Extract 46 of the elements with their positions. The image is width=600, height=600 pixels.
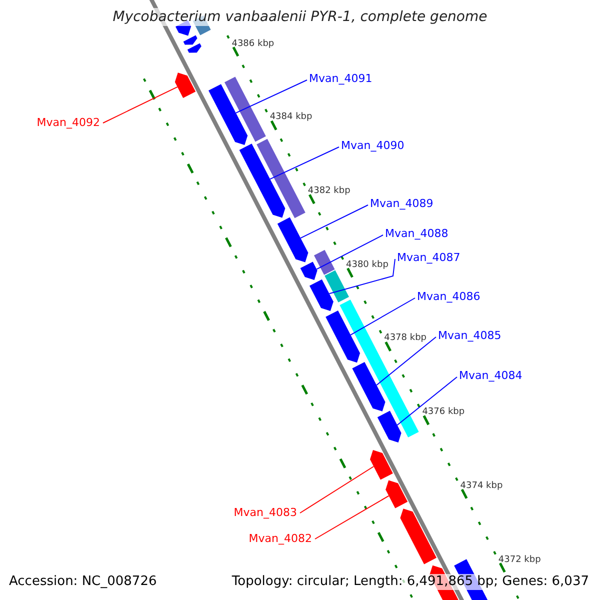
gene-feature bbox=[183, 35, 198, 45]
gene-label: Mvan_4083 bbox=[234, 506, 297, 520]
gene-feature bbox=[208, 84, 248, 145]
gene-feature bbox=[174, 72, 196, 98]
leader-line bbox=[350, 298, 416, 336]
accession-text: Accession: NC_008726 bbox=[8, 574, 158, 590]
leader-line bbox=[316, 234, 384, 270]
leader-line bbox=[235, 80, 308, 114]
gene-label: Mvan_4090 bbox=[341, 139, 404, 153]
position-label: 4372 kbp bbox=[498, 554, 541, 566]
leader-line bbox=[102, 86, 178, 124]
gene-label: Mvan_4086 bbox=[417, 290, 480, 304]
position-label: 4382 kbp bbox=[308, 186, 350, 198]
position-label: 4386 kbp bbox=[232, 38, 274, 50]
position-label: 4376 kbp bbox=[422, 407, 465, 418]
gene-feature bbox=[239, 144, 286, 218]
gene-feature bbox=[277, 217, 308, 262]
gene-label: Mvan_4087 bbox=[397, 251, 460, 265]
position-label: 4374 kbp bbox=[460, 480, 503, 492]
gene-label: Mvan_4084 bbox=[459, 369, 522, 383]
gene-feature bbox=[377, 410, 402, 442]
gene-label: Mvan_4082 bbox=[248, 532, 312, 546]
leader-line bbox=[300, 204, 368, 239]
gene-label: Mvan_4089 bbox=[370, 197, 434, 211]
gene-feature bbox=[187, 43, 202, 53]
leader-line bbox=[328, 258, 396, 294]
gene-label: Mvan_4091 bbox=[309, 72, 372, 86]
position-label: 4384 kbp bbox=[270, 112, 312, 124]
leader-line bbox=[396, 376, 458, 426]
gene-label: Mvan_4092 bbox=[36, 116, 100, 130]
gene-feature bbox=[370, 450, 393, 480]
leader-line bbox=[270, 146, 340, 180]
gene-feature bbox=[400, 508, 436, 564]
gene-feature bbox=[326, 310, 360, 363]
gene-label: Mvan_4088 bbox=[385, 227, 448, 241]
gene-feature bbox=[352, 362, 386, 412]
position-label: 4378 kbp bbox=[384, 333, 426, 344]
position-label: 4380 kbp bbox=[346, 260, 388, 271]
gene-label: Mvan_4085 bbox=[438, 329, 502, 343]
genome-info-text: Topology: circular; Length: 6,491,865 bp; Genes: 6,037 bbox=[230, 574, 590, 590]
leader-line bbox=[376, 336, 436, 386]
gene-feature bbox=[310, 279, 334, 311]
leader-line bbox=[314, 495, 390, 540]
leader-line bbox=[300, 466, 374, 514]
gene-feature bbox=[300, 262, 318, 280]
gene-feature bbox=[386, 480, 408, 508]
